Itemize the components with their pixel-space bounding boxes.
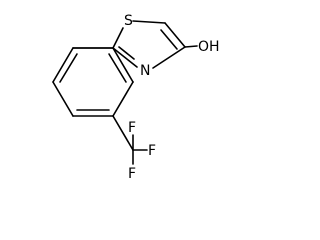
bond-ar-1 bbox=[52, 47, 74, 83]
bond-c4-n bbox=[152, 46, 186, 69]
phenyl-ring bbox=[52, 47, 134, 117]
bond-s-c5 bbox=[132, 20, 166, 24]
bond-ar-cf3 bbox=[112, 115, 134, 151]
bond-c2-s bbox=[112, 27, 124, 49]
bond-n-c2 bbox=[112, 47, 138, 68]
atom-sulfur: S bbox=[124, 13, 133, 29]
atom-nitrogen: N bbox=[140, 63, 150, 79]
atom-fluorine-top: F bbox=[128, 120, 136, 136]
thiazole-ring bbox=[112, 20, 186, 69]
bond-ar-4 bbox=[112, 81, 134, 117]
bond-c4-oh bbox=[184, 45, 198, 48]
bond-ar-inner-3 bbox=[108, 53, 127, 83]
bond-n-c2-inner bbox=[118, 46, 135, 60]
chemical-structure: S N OH F F F bbox=[52, 13, 220, 180]
atom-hydroxyl: OH bbox=[198, 39, 220, 55]
bond-ar-5 bbox=[112, 47, 134, 83]
bond-ar-2 bbox=[52, 81, 74, 117]
atom-fluorine-bottom: F bbox=[128, 166, 136, 180]
trifluoromethyl-group bbox=[112, 115, 148, 165]
bond-c5-c4-inner bbox=[160, 29, 178, 50]
bond-ar-inner-1 bbox=[59, 53, 78, 83]
bond-c5-c4 bbox=[164, 22, 186, 48]
atom-fluorine-right: F bbox=[148, 143, 156, 159]
